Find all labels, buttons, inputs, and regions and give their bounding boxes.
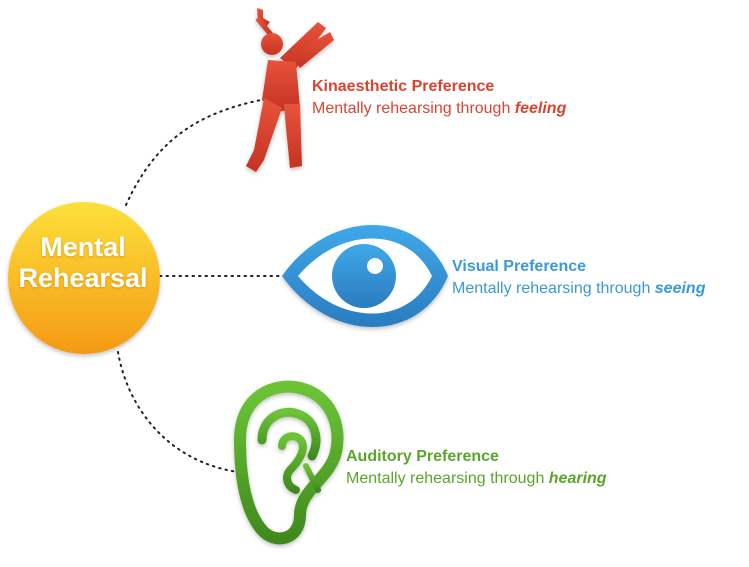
connector-auditory xyxy=(117,351,239,473)
center-circle xyxy=(8,202,160,354)
kinaesthetic-description: Mentally rehearsing through feeling xyxy=(312,98,566,120)
center-title-line1: Mental xyxy=(40,232,126,262)
kinaesthetic-desc-text: Mentally rehearsing through xyxy=(312,100,515,117)
ear-icon xyxy=(234,380,344,545)
auditory-title: Auditory Preference xyxy=(346,448,499,465)
visual-title: Visual Preference xyxy=(452,258,587,275)
visual-preference: Visual Preference Mentally rehearsing th… xyxy=(452,256,705,300)
auditory-description: Mentally rehearsing through hearing xyxy=(346,468,607,490)
eye-icon xyxy=(282,225,448,327)
kinaesthetic-title: Kinaesthetic Preference xyxy=(312,78,495,95)
visual-desc-text: Mentally rehearsing through xyxy=(452,280,655,297)
center-title-line2: Rehearsal xyxy=(18,263,148,293)
auditory-desc-emphasis: hearing xyxy=(548,470,607,487)
kinaesthetic-preference: Kinaesthetic Preference Mentally rehears… xyxy=(312,76,566,120)
visual-description: Mentally rehearsing through seeing xyxy=(452,278,705,300)
kinaesthetic-desc-emphasis: feeling xyxy=(514,100,567,117)
connector-kinaesthetic xyxy=(125,95,283,206)
auditory-desc-text: Mentally rehearsing through xyxy=(346,470,549,487)
golfer-icon xyxy=(246,8,334,172)
visual-desc-emphasis: seeing xyxy=(654,280,706,297)
center-title: Mental Rehearsal xyxy=(8,232,158,294)
auditory-preference: Auditory Preference Mentally rehearsing … xyxy=(346,446,607,490)
